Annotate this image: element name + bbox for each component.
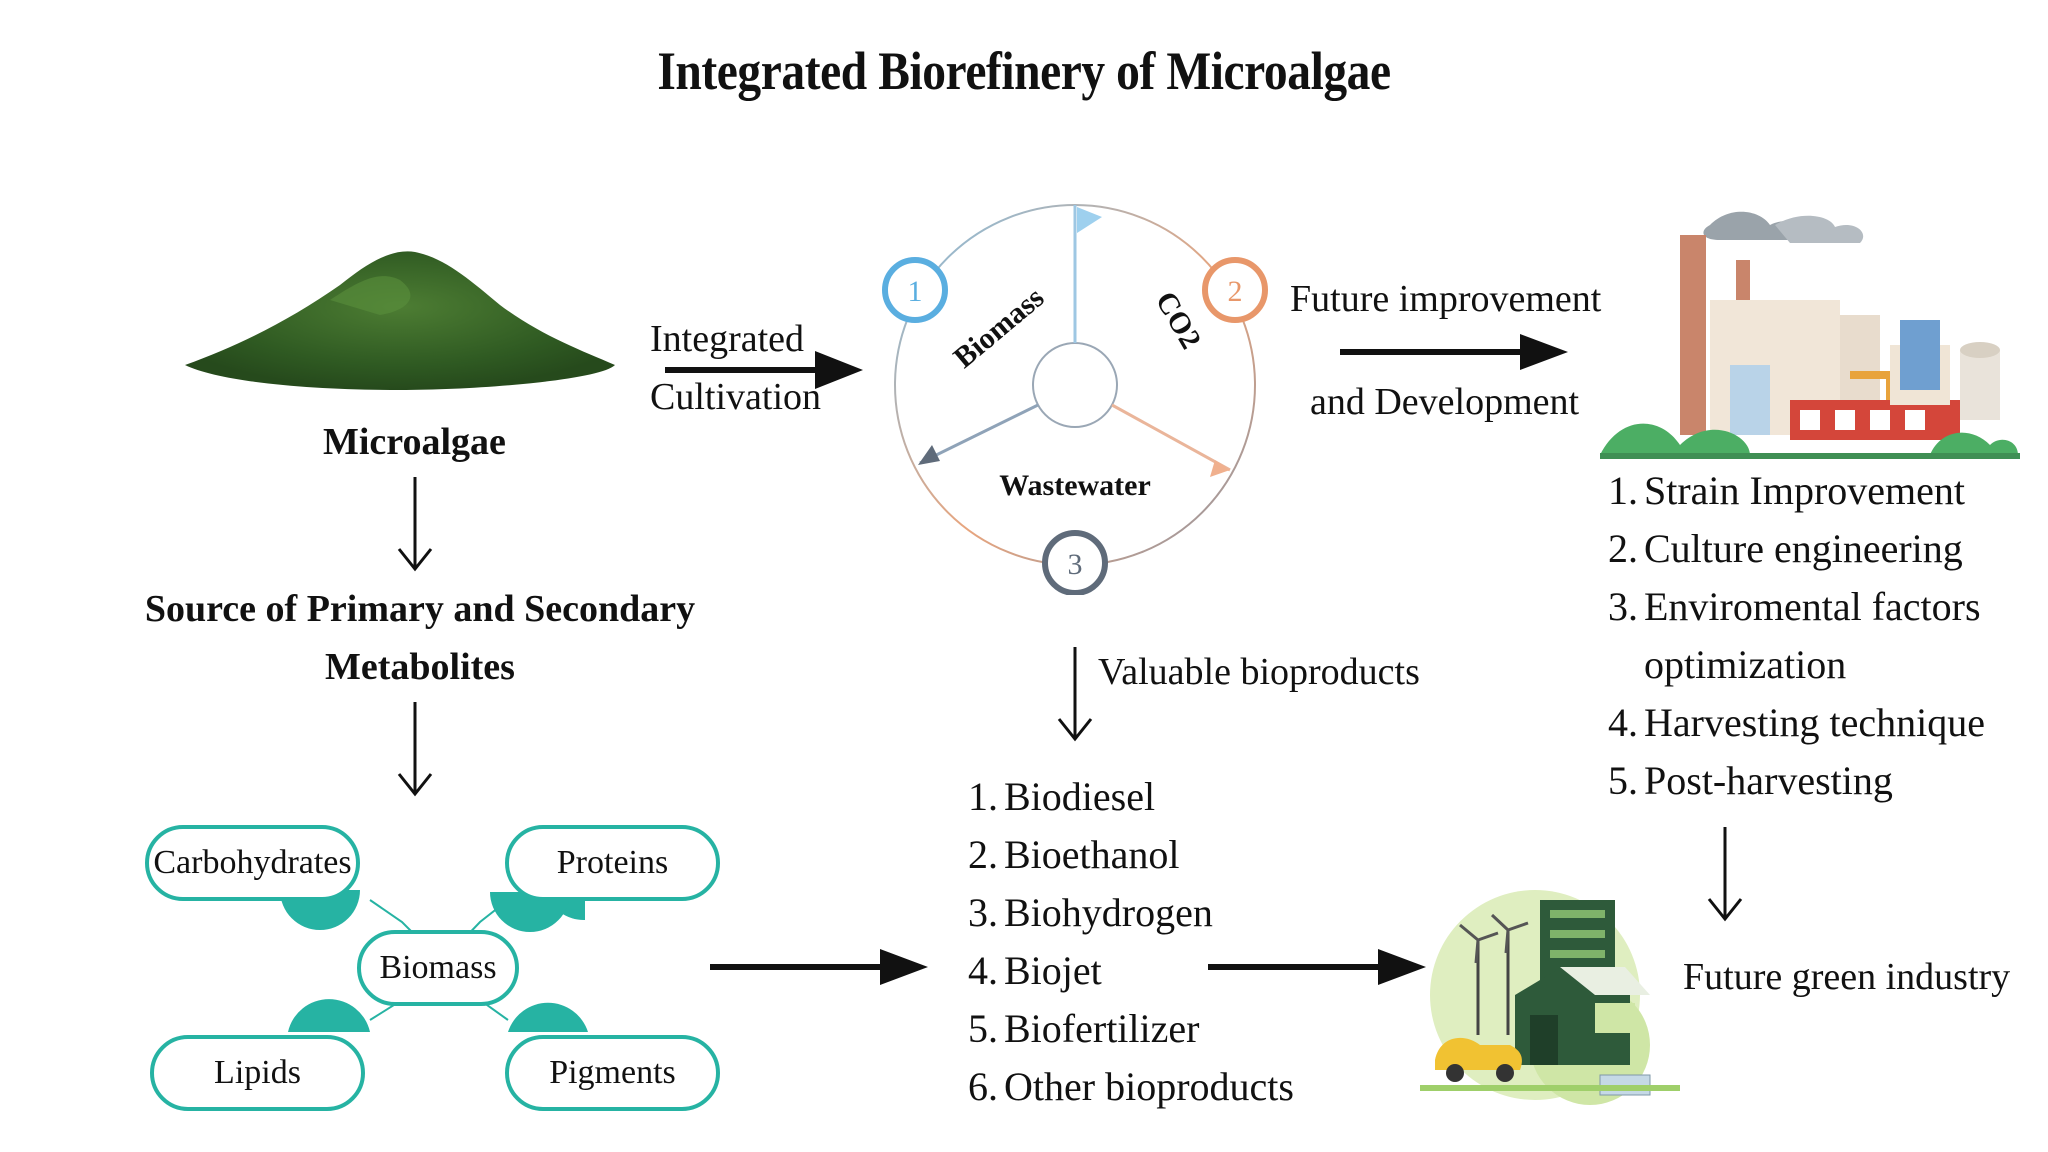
bioproduct-item: 1.Biodiesel	[968, 774, 1156, 819]
improvement-item: 5.Post-harvesting	[1608, 758, 1893, 803]
bioproducts-list: 1.Biodiesel 2.Bioethanol 3.Biohydrogen 4…	[968, 768, 1294, 1116]
arrow-down-1	[397, 477, 433, 572]
microalgae-powder-image	[185, 251, 615, 390]
integrated-cultivation-label: Integrated Cultivation	[650, 318, 821, 418]
bioproduct-item: 6.Other bioproducts	[968, 1064, 1294, 1109]
cycle-segment-biomass: Biomass	[947, 281, 1050, 375]
page-title: Integrated Biorefinery of Microalgae	[657, 41, 1391, 101]
improvement-item: 2.Culture engineering	[1608, 526, 1963, 571]
green-industry-label: Future green industry	[1683, 956, 2011, 998]
green-industry-image	[1420, 890, 1680, 1105]
cycle-segment-wastewater: Wastewater	[999, 469, 1151, 502]
mindmap-node-biomass: Biomass	[357, 930, 519, 1006]
improvement-item: 3.Enviromental factors	[1608, 584, 1981, 629]
arrow-down-3	[1707, 827, 1743, 922]
valuable-bioproducts-label: Valuable bioproducts	[1098, 651, 1420, 693]
bioproduct-item: 2.Bioethanol	[968, 832, 1180, 877]
arrow-right-mindmap	[710, 949, 928, 985]
badge-1: 1	[882, 257, 948, 323]
cultivation-cycle-diagram: Biomass CO2 Wastewater 1 2 3	[882, 204, 1268, 595]
improvement-list: 1.Strain Improvement 2.Culture engineeri…	[1608, 462, 1985, 810]
svg-text:1: 1	[908, 275, 923, 308]
and-development-label: and Development	[1310, 381, 1580, 423]
badge-2: 2	[1202, 257, 1268, 323]
improvement-item: 1.Strain Improvement	[1608, 468, 1966, 513]
arrow-right-future	[1340, 334, 1568, 370]
mindmap-node-carbohydrates: Carbohydrates	[145, 825, 360, 901]
bioproduct-item: 5.Biofertilizer	[968, 1006, 1200, 1051]
mindmap-node-lipids: Lipids	[150, 1035, 365, 1111]
mindmap-node-proteins: Proteins	[505, 825, 720, 901]
arrow-right-bioproducts	[1208, 949, 1426, 985]
improvement-item: optimization	[1644, 642, 1847, 687]
source-label: Source of Primary and Secondary Metaboli…	[144, 588, 696, 688]
mindmap-connectors	[280, 890, 588, 1032]
svg-text:2: 2	[1228, 275, 1243, 308]
bioproduct-item: 3.Biohydrogen	[968, 890, 1213, 935]
microalgae-label: Microalgae	[323, 421, 506, 463]
future-improvement-label: Future improvement	[1290, 278, 1602, 320]
improvement-item: 4.Harvesting technique	[1608, 700, 1985, 745]
factory-image	[1600, 211, 2020, 459]
arrow-right-cultivation	[665, 351, 863, 389]
arrow-down-2	[397, 702, 433, 797]
bioproduct-item: 4.Biojet	[968, 948, 1102, 993]
arrow-down-bioproducts	[1057, 647, 1093, 742]
badge-3: 3	[1042, 530, 1108, 595]
cycle-segment-co2: CO2	[1149, 286, 1208, 354]
svg-text:3: 3	[1068, 548, 1083, 581]
mindmap-node-pigments: Pigments	[505, 1035, 720, 1111]
